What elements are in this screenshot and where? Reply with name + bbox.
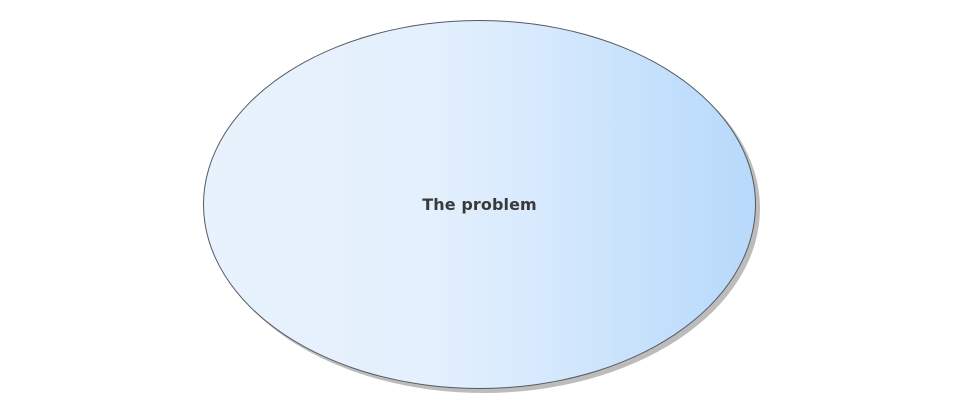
problem-node[interactable]: The problem <box>203 20 756 389</box>
node-label: The problem <box>422 195 537 214</box>
